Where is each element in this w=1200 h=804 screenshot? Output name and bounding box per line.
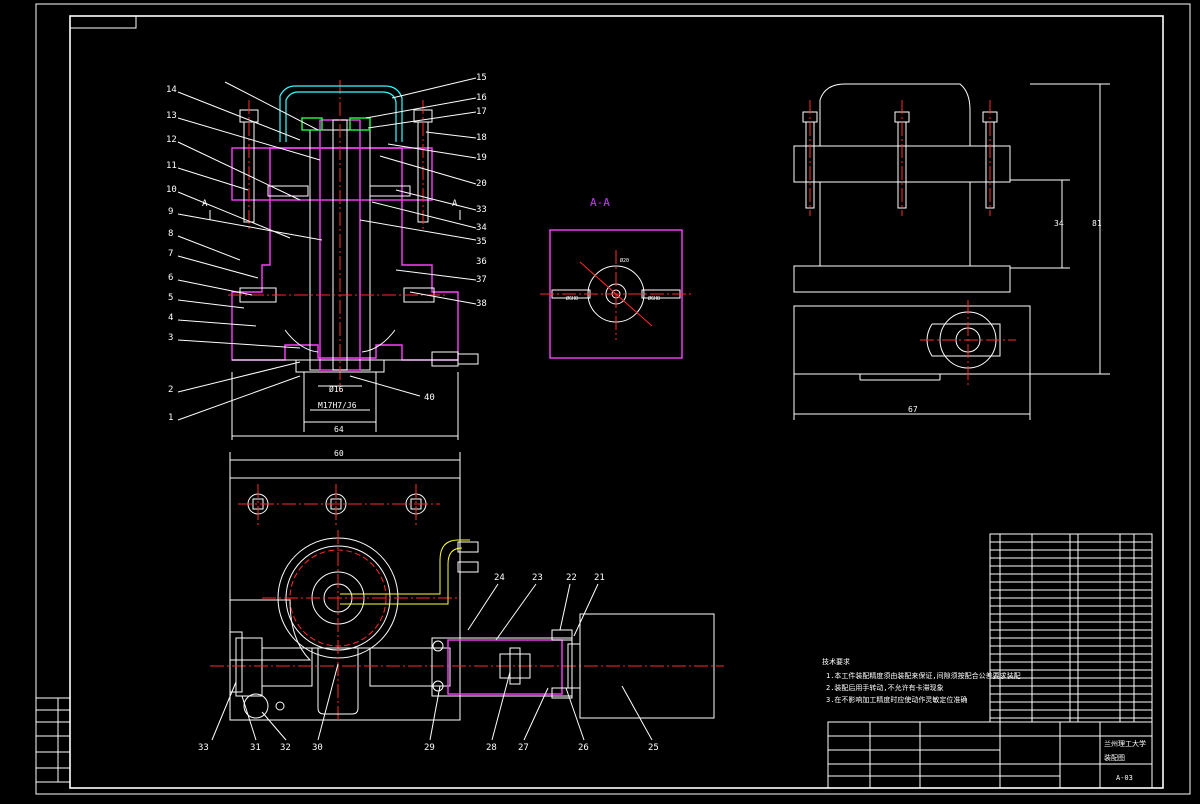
drawing-code: A-03: [1116, 774, 1133, 782]
body-section: [231, 147, 459, 361]
school-name: 兰州理工大学: [1104, 739, 1146, 748]
label-5: 5: [168, 293, 173, 303]
right-labels: 15 16 17 18 19 20 33 34 35 36 37 38 40: [424, 73, 487, 403]
label-12: 12: [166, 135, 177, 145]
left-leaders: [177, 81, 323, 421]
top-view-leaders: [211, 583, 653, 741]
aa-section-view: A-A Ø6H8 Ø20 Ø6H8: [540, 196, 692, 359]
aa-dim-1: Ø6H8: [566, 295, 578, 302]
label-14: 14: [166, 85, 177, 95]
label-10: 10: [166, 185, 177, 195]
tech-line-1: 1.本工件装配精度须由装配来保证,间隙须按配合公差要求装配: [826, 671, 1021, 680]
label-32: 32: [280, 743, 291, 753]
side-dim-w: 67: [908, 405, 918, 414]
label-29: 29: [424, 743, 435, 753]
top-dim-width: 60: [334, 449, 344, 458]
label-9: 9: [168, 207, 173, 217]
inner-border: [69, 15, 1164, 789]
flange-block: [231, 147, 433, 201]
parts-list: [989, 533, 1153, 723]
front-section-view: Ø16 M17H7/J6 64 A A: [202, 80, 479, 440]
label-19: 19: [476, 153, 487, 163]
top-view: 60: [210, 449, 724, 721]
label-37: 37: [476, 275, 487, 285]
label-2: 2: [168, 385, 173, 395]
label-30: 30: [312, 743, 323, 753]
outer-border: [35, 3, 1191, 795]
label-25: 25: [648, 743, 659, 753]
aa-dim-3: Ø6H8: [648, 295, 660, 302]
label-27: 27: [518, 743, 529, 753]
label-17: 17: [476, 107, 487, 117]
label-33: 33: [476, 205, 487, 215]
left-labels: 14 13 12 11 10 9 8 7 6 5 4 3 2 1: [166, 85, 177, 423]
label-40: 40: [424, 393, 435, 403]
label-18: 18: [476, 133, 487, 143]
dim-fit: M17H7/J6: [318, 401, 357, 410]
label-1: 1: [168, 413, 173, 423]
top-bolts: [239, 109, 433, 223]
label-34: 34: [476, 223, 487, 233]
tech-line-2: 2.装配后用手转动,不允许有卡滞现象: [826, 683, 944, 692]
label-31: 31: [250, 743, 261, 753]
label-3: 3: [168, 333, 173, 343]
section-marker-right: A: [452, 199, 458, 209]
label-22: 22: [566, 573, 577, 583]
tech-line-3: 3.在不影响加工精度时应使动作灵敏定位准确: [826, 695, 967, 704]
label-33b: 33: [198, 743, 209, 753]
label-15: 15: [476, 73, 487, 83]
label-8: 8: [168, 229, 173, 239]
label-38: 38: [476, 299, 487, 309]
top-view-labels: 24 23 22 21 33 31 32 30 29 28 27 26 25: [198, 573, 659, 753]
label-11: 11: [166, 161, 177, 171]
label-21: 21: [594, 573, 605, 583]
label-6: 6: [168, 273, 173, 283]
label-20: 20: [476, 179, 487, 189]
label-36: 36: [476, 257, 487, 267]
label-26: 26: [578, 743, 589, 753]
section-title: A-A: [590, 196, 610, 209]
side-view: 34 81 67: [793, 83, 1110, 420]
label-24: 24: [494, 573, 505, 583]
label-23: 23: [532, 573, 543, 583]
label-7: 7: [168, 249, 173, 259]
tech-requirements: 技术要求 1.本工件装配精度须由装配来保证,间隙须按配合公差要求装配 2.装配后…: [822, 657, 1021, 704]
dim-diameter: Ø16: [329, 384, 344, 394]
title-block: 兰州理工大学 装配图 A-03: [827, 721, 1153, 789]
corner-tag: [69, 15, 137, 29]
label-35: 35: [476, 237, 487, 247]
label-13: 13: [166, 111, 177, 121]
dim-width: 64: [334, 425, 344, 434]
parts-rows: [990, 541, 1152, 719]
label-16: 16: [476, 93, 487, 103]
section-marker-left: A: [202, 199, 208, 209]
tech-title: 技术要求: [822, 657, 850, 666]
right-leaders: [349, 77, 477, 397]
left-stamp-table: [35, 697, 71, 783]
side-dim-h2: 81: [1092, 219, 1102, 228]
aa-dim-2: Ø20: [620, 257, 629, 264]
cover: [279, 85, 403, 142]
side-dim-h1: 34: [1054, 219, 1064, 228]
drawing-name: 装配图: [1104, 753, 1125, 762]
label-28: 28: [486, 743, 497, 753]
label-4: 4: [168, 313, 173, 323]
